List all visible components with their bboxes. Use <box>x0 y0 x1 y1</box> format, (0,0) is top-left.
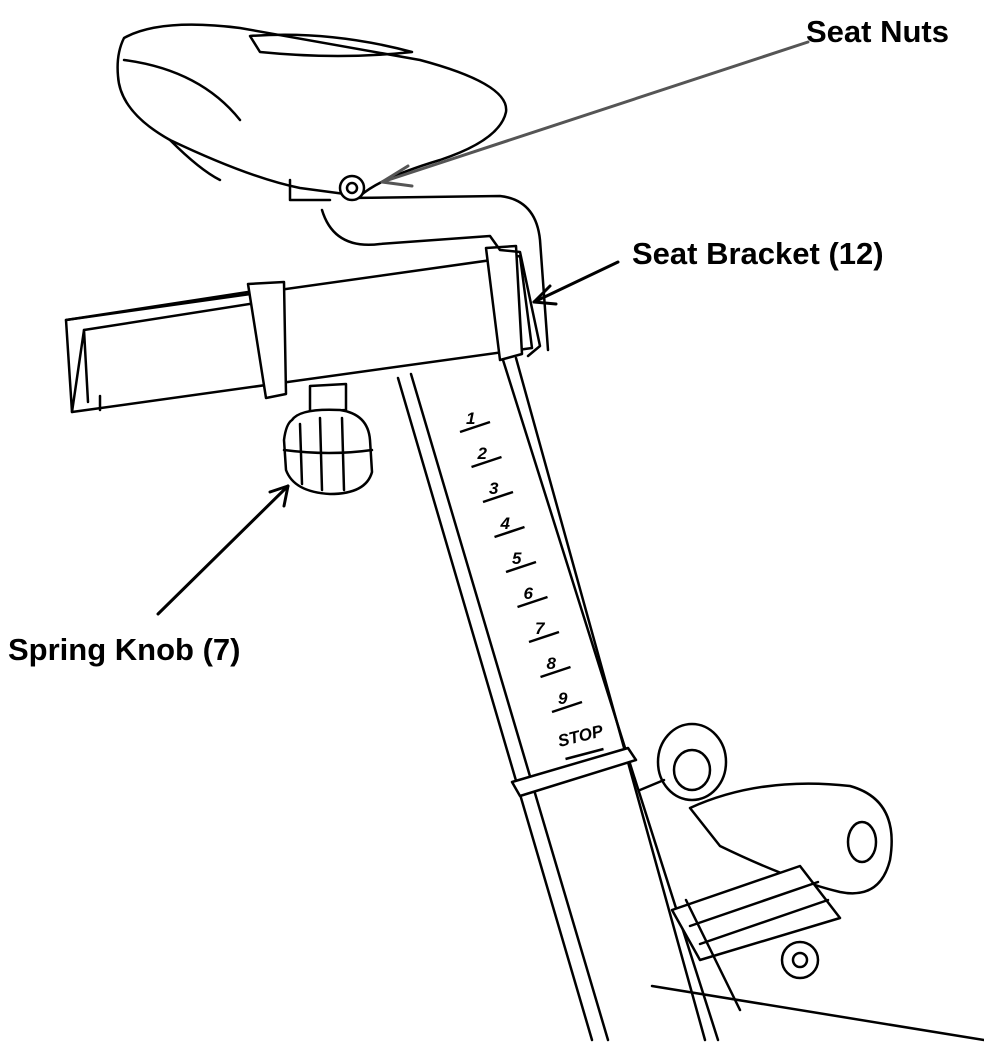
scale-stop-tick <box>565 747 604 761</box>
pedal-cage <box>670 864 842 980</box>
spring-knob <box>282 382 374 496</box>
scale-tick <box>551 700 583 714</box>
seat-nuts-arrow-head <box>380 164 414 188</box>
spring-knob-arrow-head <box>268 484 290 508</box>
seat-slider <box>64 244 534 414</box>
seat-bracket-arrow-head <box>532 284 558 306</box>
scale-tick <box>459 420 491 434</box>
scale-tick <box>528 630 560 644</box>
scale-tick <box>505 560 537 574</box>
scale-mark-label: 3 <box>489 479 499 498</box>
scale-tick <box>540 665 571 679</box>
frame-rail <box>650 898 984 1042</box>
scale-tick <box>471 455 502 469</box>
scale-mark-label: 6 <box>524 584 534 603</box>
scale-stop-label: STOP <box>556 721 606 751</box>
seat-post <box>396 356 720 1042</box>
scale-mark-label: 7 <box>535 619 546 638</box>
scale-tick <box>482 490 514 504</box>
scale-mark-label: 5 <box>512 549 522 568</box>
seat-bracket <box>320 194 550 358</box>
seat-bracket-label: Seat Bracket (12) <box>632 236 884 271</box>
spring-knob-label: Spring Knob (7) <box>8 632 241 667</box>
spring-knob-arrow <box>156 484 290 616</box>
callout-arrows <box>156 40 810 616</box>
seat-bracket-arrow <box>532 260 620 304</box>
scale-mark-label: 1 <box>466 409 475 428</box>
scale-tick <box>494 525 525 539</box>
seat-nuts-arrow <box>380 40 810 184</box>
frame-knob <box>638 722 728 802</box>
scale-tick <box>517 595 548 609</box>
seat-nuts-label: Seat Nuts <box>806 14 949 49</box>
scale-mark-label: 8 <box>547 654 557 673</box>
saddle <box>116 23 508 202</box>
scale-mark-label: 2 <box>477 444 488 463</box>
scale-mark-label: 4 <box>500 514 511 533</box>
scale-mark-label: 9 <box>558 689 568 708</box>
